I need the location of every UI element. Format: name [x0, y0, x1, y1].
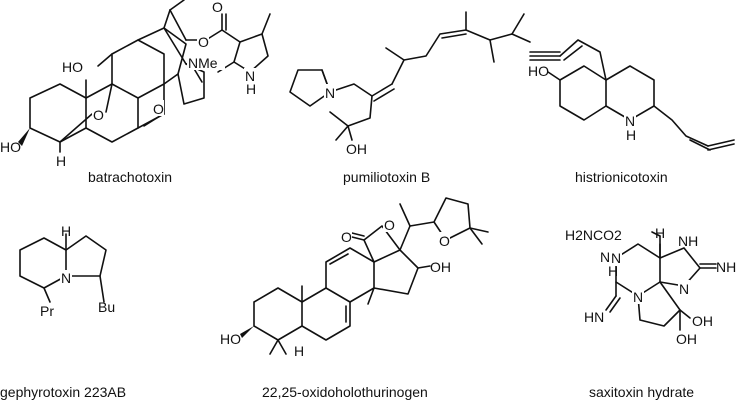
- structure-histrionicotoxin: HO N H histrionicotoxin: [528, 39, 735, 185]
- atom-label-hn: HN: [584, 309, 604, 325]
- atom-label-n: N: [325, 85, 335, 101]
- atom-label-nme: NMe: [188, 55, 218, 71]
- compound-name-oxidoholothurinogen: 22,25-oxidoholothurinogen: [262, 384, 428, 400]
- atom-label-o-thf: O: [439, 233, 450, 249]
- atom-label-ho: HO: [528, 63, 549, 79]
- structure-batrachotoxin: HO HO NMe O O O O N H H batrachotoxin: [0, 0, 271, 185]
- atom-label-oh-1: OH: [692, 313, 713, 329]
- atom-label-bu: Bu: [98, 299, 115, 315]
- atom-label-ho-c3: HO: [0, 139, 21, 155]
- atom-label-n: N: [61, 270, 71, 286]
- atom-label-o-ring: O: [153, 101, 164, 117]
- atom-label-h: H: [294, 343, 304, 359]
- atom-label-n1: N: [611, 250, 621, 266]
- atom-label-h2nco2: H2NCO2: [565, 227, 622, 243]
- compound-name-gephyrotoxin: gephyrotoxin 223AB: [0, 384, 126, 400]
- atom-label-nh-top: NH: [678, 233, 698, 249]
- atom-label-ho: HO: [220, 331, 241, 347]
- compound-name-saxitoxin-hydrate: saxitoxin hydrate: [589, 384, 694, 400]
- structure-oxidoholothurinogen: O O O OH HO H 22,25-oxidoholothurinogen: [220, 197, 489, 400]
- atom-label-o-carbonyl: O: [341, 229, 352, 245]
- atom-label-pr: Pr: [40, 303, 54, 319]
- atom-label-h-c5: H: [56, 153, 66, 169]
- atom-label-o-ester: O: [198, 34, 209, 50]
- atom-label-nh-imine: NH: [716, 259, 736, 275]
- atom-label-h: H: [61, 223, 71, 239]
- structure-saxitoxin-hydrate: H2NCO2 H N N NH N N HN H OH OH NH saxito…: [565, 225, 736, 400]
- compound-name-pumiliotoxin-b: pumiliotoxin B: [343, 169, 430, 185]
- atom-label-n9: N: [679, 281, 689, 297]
- atom-label-n: N: [625, 113, 635, 129]
- compound-name-batrachotoxin: batrachotoxin: [88, 169, 172, 185]
- atom-label-o-bridge: O: [93, 107, 104, 123]
- atom-label-oh: OH: [430, 259, 451, 275]
- structure-pumiliotoxin-b: N OH pumiliotoxin B: [289, 11, 531, 185]
- structure-gephyrotoxin-223ab: H N Pr Bu gephyrotoxin 223AB: [0, 223, 126, 400]
- atom-label-h-pyrrole: H: [246, 81, 256, 97]
- atom-label-h-bridgehead: H: [655, 225, 665, 241]
- atom-label-h: H: [626, 127, 636, 143]
- atom-label-oh: OH: [346, 141, 367, 157]
- atom-label-h-n1: H: [608, 263, 618, 279]
- atom-label-n-ring: N: [600, 249, 610, 265]
- atom-label-o-carbonyl: O: [212, 0, 223, 15]
- compound-name-histrionicotoxin: histrionicotoxin: [575, 169, 668, 185]
- atom-label-n3: N: [633, 289, 643, 305]
- atom-label-n-pyrrole: N: [245, 68, 255, 84]
- atom-label-oh-2: OH: [676, 331, 697, 347]
- atom-label-o-lactone: O: [384, 217, 395, 233]
- atom-label-ho-c11: HO: [62, 59, 83, 75]
